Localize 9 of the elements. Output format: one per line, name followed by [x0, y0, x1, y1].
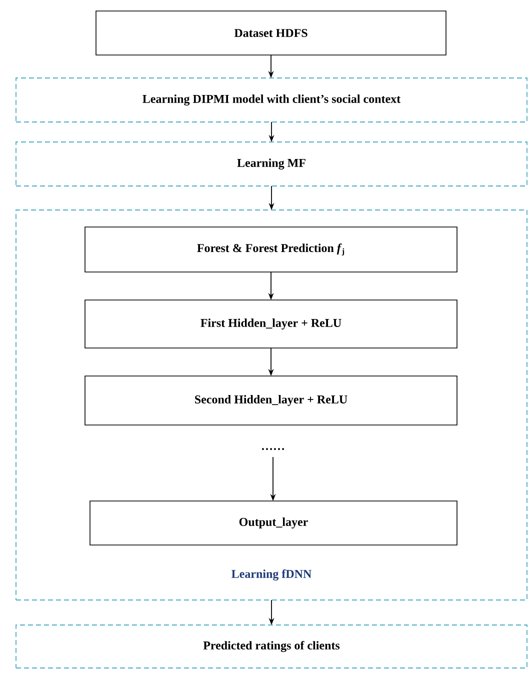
stage-box: Predicted ratings of clients — [16, 624, 528, 668]
stage-box: Learning MF — [16, 142, 528, 186]
process-box: Second Hidden_layer + ReLU — [84, 376, 458, 426]
process-box: Output_layer — [90, 500, 458, 546]
process-box: Forest & Forest Prediction f$_{j}$ — [84, 226, 458, 272]
process-box: Dataset HDFS — [96, 10, 446, 56]
stage-box: Learning DIPMI model with client’s social context — [16, 78, 528, 122]
process-box: First Hidden_layer + ReLU — [84, 300, 458, 348]
ellipsis-text: …… — [262, 448, 284, 450]
